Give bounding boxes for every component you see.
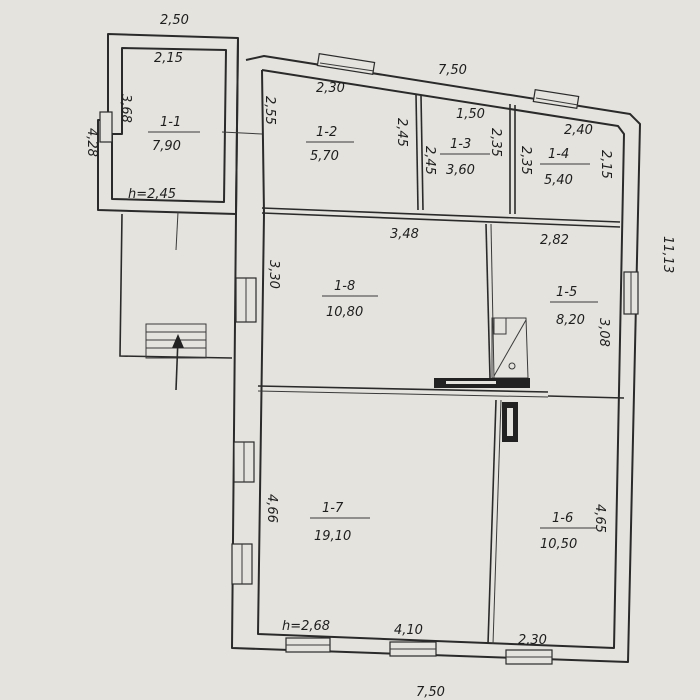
outer-dimensions: 2,50 7,50 7,50 11,13 4,28 [84,13,675,700]
room-1-6-id: 1-6 [552,511,573,526]
room-1-5-dim-top: 2,82 [540,233,569,248]
room-1-4-dim-left: 2,35 [518,146,533,175]
room-1-5-id: 1-5 [556,285,577,300]
room-1-6-dim-right: 4,65 [592,504,607,533]
room-1-8-dim-left: 3,30 [266,260,281,289]
windows [99,53,639,665]
room-1-7-area: 19,10 [314,529,351,544]
dim-top-extension: 2,50 [160,13,189,28]
room-1-4-area: 5,40 [544,173,573,188]
room-1-1: 2,15 3,68 1-1 7,90 h=2,45 [118,51,200,202]
dim-top-main: 7,50 [438,63,467,78]
room-1-5-area: 8,20 [556,313,585,328]
room-1-4: 2,40 2,35 2,15 1-4 5,40 [518,123,613,188]
dim-left-extension: 4,28 [84,128,99,157]
room-1-7-dim-left: 4,66 [264,494,279,523]
room-1-6-area: 10,50 [540,537,577,552]
room-1-5: 2,82 3,08 1-5 8,20 [540,233,611,347]
room-1-8-dim-top: 3,48 [390,227,419,242]
entrance-steps [145,323,207,391]
room-1-3: 1,50 2,45 2,35 1-3 3,60 [422,107,503,178]
room-1-1-area: 7,90 [152,139,181,154]
room-1-4-id: 1-4 [548,147,569,162]
room-1-7-height: h=2,68 [282,619,330,634]
room-1-7-dim-bottom: 4,10 [394,623,423,638]
room-1-1-id: 1-1 [160,115,181,130]
room-1-7: 4,66 1-7 19,10 h=2,68 4,10 [264,494,423,638]
room-1-8: 3,48 3,30 1-8 10,80 [266,227,419,320]
room-1-2-dim-top: 2,30 [316,81,345,96]
room-1-1-dim-top: 2,15 [154,51,183,66]
extension-inner-wall [111,47,227,203]
dim-bottom: 7,50 [416,685,445,700]
room-1-1-dim-left: 3,68 [118,94,133,123]
main-inner-wall [257,69,625,649]
room-1-5-dim-right: 3,08 [596,318,611,347]
room-1-6-dim-bottom: 2,30 [518,633,547,648]
room-1-3-dim-right: 2,35 [488,128,503,157]
room-1-1-height: h=2,45 [128,187,176,202]
room-1-4-dim-top: 2,40 [564,123,593,138]
room-1-4-dim-right: 2,15 [598,150,613,179]
room-1-6: 4,65 1-6 10,50 2,30 [518,504,607,648]
room-1-2-area: 5,70 [310,149,339,164]
room-1-3-area: 3,60 [446,163,475,178]
dim-right: 11,13 [660,236,675,273]
room-1-2-id: 1-2 [316,125,337,140]
room-1-3-id: 1-3 [450,137,471,152]
partitions [175,93,625,645]
room-1-3-dim-left: 2,45 [422,146,437,175]
stove [434,317,530,442]
room-1-7-id: 1-7 [322,501,344,516]
porch-outline [119,213,233,359]
room-1-3-dim-top: 1,50 [456,107,485,122]
room-1-2-dim-right: 2,45 [394,118,409,147]
room-1-8-area: 10,80 [326,305,363,320]
room-1-2: 2,30 2,55 2,45 1-2 5,70 [262,81,409,164]
window-extension-left [99,111,113,143]
room-1-2-dim-left: 2,55 [262,96,277,125]
room-1-8-id: 1-8 [334,279,355,294]
